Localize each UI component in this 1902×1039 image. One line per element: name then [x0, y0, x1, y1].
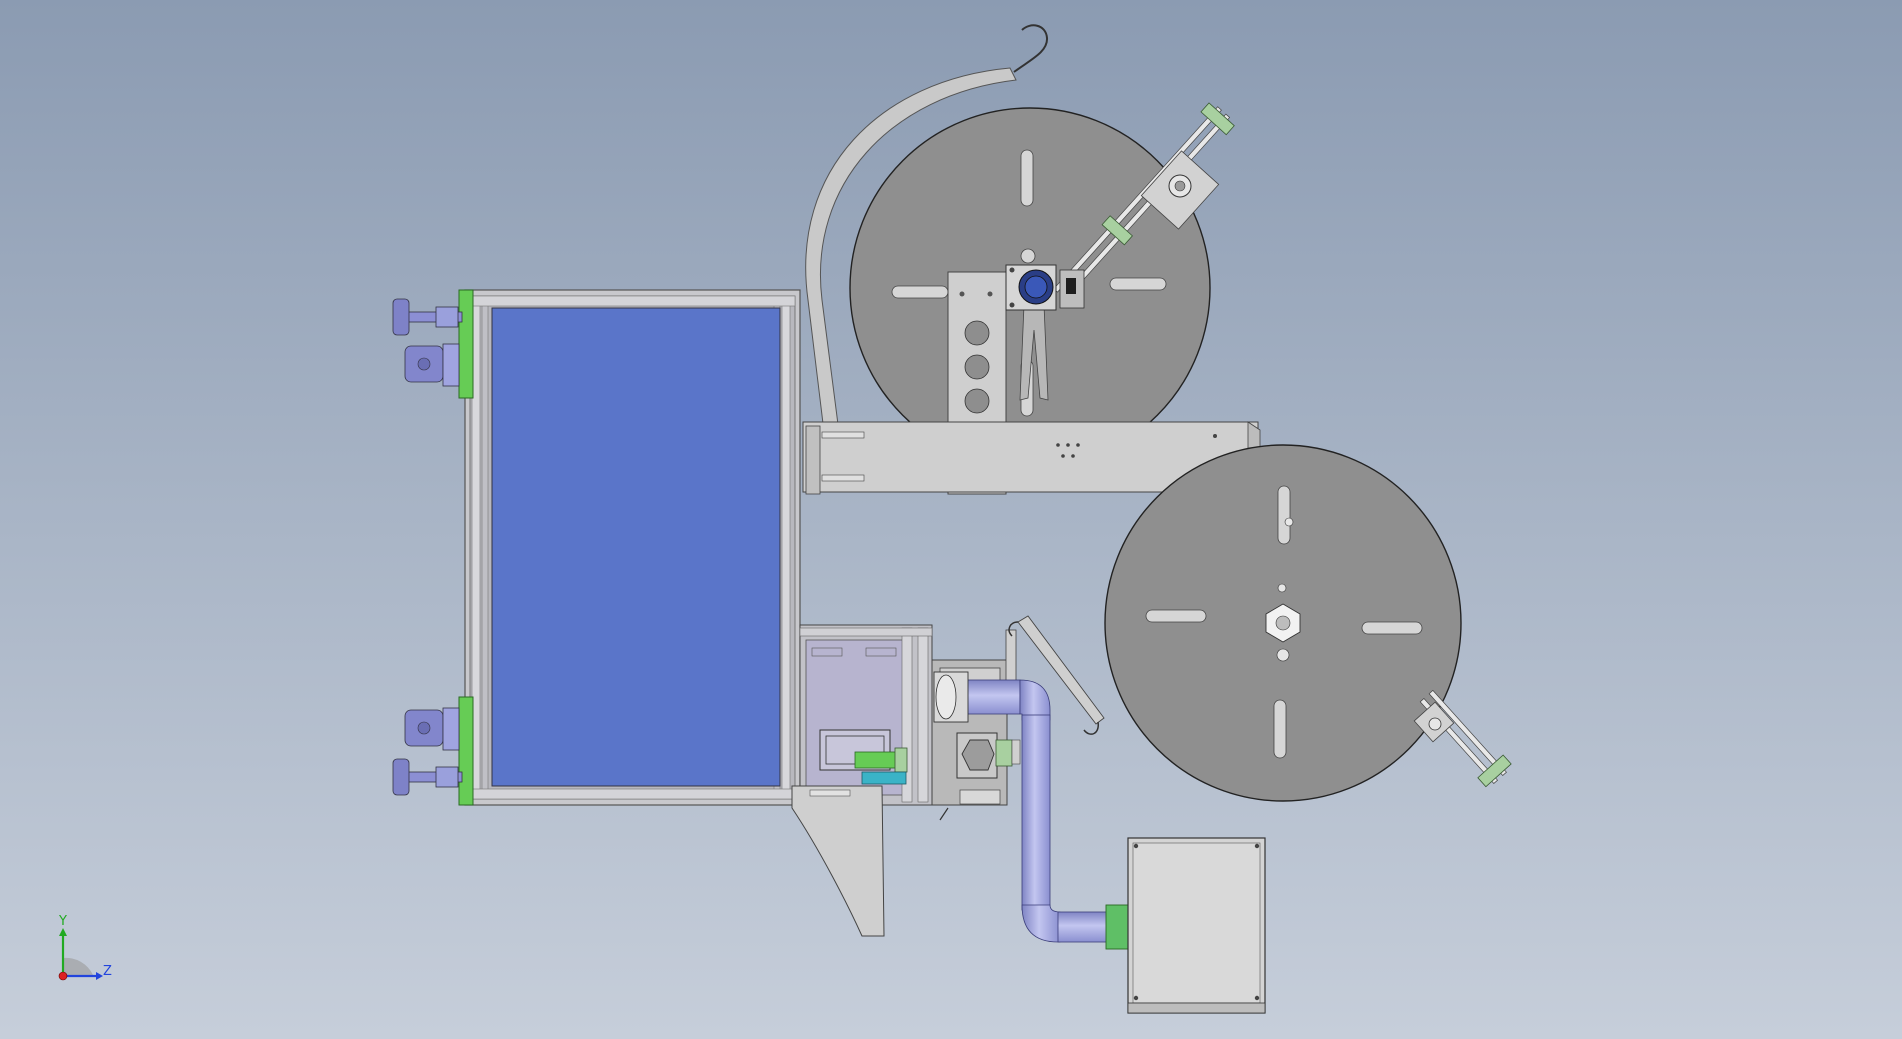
lower-reel: [1104, 444, 1462, 802]
caster-wheel-bottom: [404, 707, 460, 751]
caster-wheel-top: [404, 343, 460, 387]
machine-frame: [458, 289, 801, 806]
upper-tensioner-arm: [1053, 102, 1235, 301]
orientation-triad: Y Z: [58, 914, 112, 981]
y-axis-label: Y: [58, 914, 67, 929]
lower-cabinet: [799, 624, 933, 806]
blue-panel: [491, 307, 781, 787]
motor-housing: [1005, 264, 1085, 311]
leveling-foot-top: [392, 298, 463, 336]
leveling-foot-bottom: [392, 758, 463, 796]
scraper-hook: [1008, 615, 1105, 735]
control-box: [1127, 837, 1266, 1014]
lower-tensioner-arm: [1413, 689, 1512, 788]
tubing: [933, 671, 1129, 950]
wedge-bracket: [791, 785, 885, 937]
bridge-plate: [802, 421, 1261, 495]
z-axis-label: Z: [103, 964, 112, 979]
